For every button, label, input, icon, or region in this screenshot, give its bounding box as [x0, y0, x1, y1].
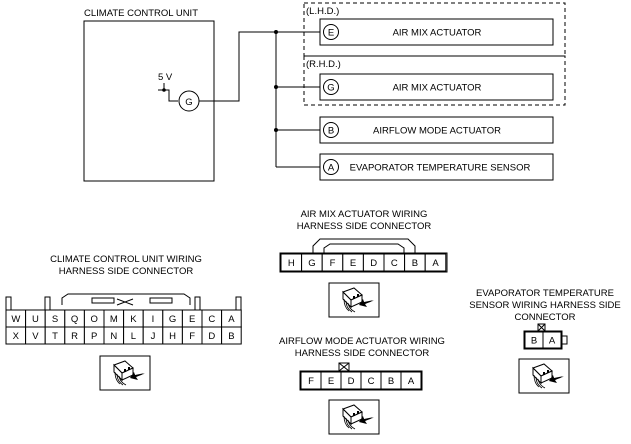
airflow-mode-actuator — [319, 116, 554, 144]
ccu-bottom-pin: J — [151, 331, 156, 342]
ccu-top-pin: S — [52, 314, 58, 325]
ccu-bottom-cell — [221, 326, 242, 345]
ccu-connector: W U S Q O M K I G E C A X V T R P N L J H F D B — [5, 293, 242, 345]
ccu-bottom-pin: X — [13, 331, 20, 342]
evap-conn-title-2: SENSOR WIRING HARNESS SIDE — [469, 300, 621, 311]
ccu-top-pin: O — [91, 314, 98, 325]
ccu-plug-icon — [99, 355, 151, 391]
air-mix-lhd-name: AIR MIX ACTUATOR — [393, 28, 482, 39]
ccu-top-pin: Q — [71, 314, 78, 325]
airflow-conn-title-1: AIRFLOW MODE ACTUATOR WIRING — [279, 336, 445, 347]
ccu-top-pin: W — [11, 314, 20, 325]
ccu-top-pin: E — [189, 314, 195, 325]
wire-main — [199, 31, 320, 102]
air-mix-plug-icon — [328, 282, 380, 318]
ccu-bottom-pin: V — [32, 331, 39, 342]
air-mix-pin: H — [288, 258, 295, 269]
ccu-top-pin: M — [110, 314, 118, 325]
air-mix-pin: G — [308, 258, 315, 269]
airflow-cell — [400, 371, 422, 390]
ccu-conn-title-1: CLIMATE CONTROL UNIT WIRING — [50, 254, 202, 265]
evaporator-temperature-sensor — [319, 153, 554, 181]
ccu-top-pin: C — [208, 314, 215, 325]
air-mix-pin: B — [412, 258, 418, 269]
ccu-bottom-pin: P — [91, 331, 97, 342]
evap-name: EVAPORATOR TEMPERATURE SENSOR — [350, 163, 531, 174]
ccu-top-pin: U — [32, 314, 39, 325]
air-mix-lhd-terminal: E — [328, 28, 334, 39]
ccu-top-pin: I — [152, 314, 155, 325]
air-mix-pin: F — [330, 258, 336, 269]
evap-terminal: A — [328, 163, 335, 174]
ccu-bottom-pin: H — [169, 331, 176, 342]
evap-pin: A — [549, 336, 556, 347]
ccu-bottom-pin: N — [110, 331, 117, 342]
airflow-pin: F — [308, 376, 314, 387]
airflow-pin: E — [328, 376, 334, 387]
evap-conn-title-1: EVAPORATOR TEMPERATURE — [476, 288, 614, 299]
ccu-bottom-pin: B — [228, 331, 234, 342]
ccu-top-pin: K — [130, 314, 137, 325]
air-mix-pin: A — [432, 258, 439, 269]
ccu-bottom-pin: R — [71, 331, 78, 342]
ccu-top-pin: G — [169, 314, 176, 325]
voltage-label: 5 V — [158, 72, 173, 83]
rhd-region — [303, 55, 566, 106]
air-mix-actuator-rhd — [319, 73, 554, 101]
lhd-label: (L.H.D.) — [306, 6, 339, 17]
evap-pin: B — [531, 336, 537, 347]
ccu-terminal-label: G — [185, 97, 192, 108]
air-mix-pin: D — [370, 258, 377, 269]
ccu-bottom-pin: D — [208, 331, 215, 342]
air-mix-pin: E — [350, 258, 356, 269]
airflow-pin: B — [388, 376, 394, 387]
airflow-pin: C — [368, 376, 375, 387]
air-mix-conn-title-2: HARNESS SIDE CONNECTOR — [297, 221, 432, 232]
ccu-conn-title-2: HARNESS SIDE CONNECTOR — [59, 266, 194, 277]
air-mix-conn-title-1: AIR MIX ACTUATOR WIRING — [301, 209, 428, 220]
rhd-label: (R.H.D.) — [306, 59, 341, 70]
air-mix-pin: C — [391, 258, 398, 269]
ccu-title: CLIMATE CONTROL UNIT — [84, 8, 198, 19]
air-mix-rhd-terminal: G — [327, 83, 334, 94]
air-mix-actuator-lhd — [319, 18, 554, 46]
airflow-terminal: B — [328, 126, 334, 137]
lhd-region — [303, 2, 566, 57]
airflow-conn-title-2: HARNESS SIDE CONNECTOR — [295, 348, 430, 359]
evap-cell — [542, 331, 562, 349]
ccu-bottom-pin: T — [52, 331, 58, 342]
airflow-pin: D — [348, 376, 355, 387]
voltage-node — [162, 88, 166, 92]
ccu-bottom-pin: L — [131, 331, 136, 342]
evap-plug-icon — [518, 358, 570, 394]
air-mix-cell — [424, 253, 447, 272]
airflow-pin: A — [408, 376, 415, 387]
airflow-name: AIRFLOW MODE ACTUATOR — [373, 126, 501, 137]
air-mix-rhd-name: AIR MIX ACTUATOR — [393, 83, 482, 94]
ccu-bottom-pin: F — [189, 331, 195, 342]
ccu-top-pin: A — [228, 314, 235, 325]
evap-conn-title-3: CONNECTOR — [514, 312, 575, 323]
airflow-plug-icon — [328, 399, 380, 435]
